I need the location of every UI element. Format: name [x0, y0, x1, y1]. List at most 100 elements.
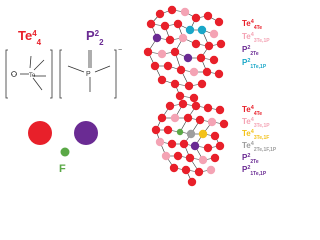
top-legend-item: P21Te,1P — [242, 58, 267, 70]
te4-sphere-icon — [28, 121, 52, 145]
bottom-network-atom-te-pink — [206, 165, 216, 175]
p-atom-symbol: P — [86, 71, 91, 78]
bottom-network-atom-te-pink — [161, 151, 171, 161]
top-network-atom-te-red — [184, 81, 194, 91]
top-network-atom-te-red — [191, 13, 201, 23]
top-network-atom-te-red — [163, 61, 173, 71]
bottom-network-atom-te-red — [203, 103, 213, 113]
top-network-atom-te-pink — [178, 33, 188, 43]
bottom-legend-item: P22Te — [242, 153, 259, 165]
te-atom-symbol: Te — [29, 73, 36, 79]
bottom-network-atom-te-red — [194, 167, 204, 177]
top-network-atom-p-cyan — [185, 25, 195, 35]
bottom-network-atom-te-red — [215, 105, 225, 115]
bottom-legend-item: P21Te,1P — [242, 165, 267, 177]
top-network-atom-te-red — [189, 93, 199, 103]
bottom-network-atom-te-red — [165, 101, 175, 111]
top-network-atom-te-red — [196, 53, 206, 63]
top-network-atom-te-red — [143, 47, 153, 57]
top-network-atom-te-pink — [209, 29, 219, 39]
bottom-legend-item: Te43Te,1P — [242, 117, 270, 129]
top-network-atom-te-red — [214, 69, 224, 79]
te-p-glass-structure-figure: Te44 P22 Te · · P − F Te44TeTe43Te,1PP22… — [5, 5, 277, 187]
bottom-network-atom-te-pink — [155, 137, 165, 147]
bottom-network-atom-te-red — [191, 101, 201, 111]
top-network-atom-te-pink — [157, 49, 167, 59]
p-bracket-left — [59, 49, 62, 99]
bottom-network-atom-te-yellow — [198, 129, 208, 139]
bottom-network-atom-f-green — [176, 128, 184, 136]
top-network-atom-te-red — [203, 11, 213, 21]
top-network-atom-te-red — [146, 19, 156, 29]
bottom-network-atom-te-pink — [198, 155, 208, 165]
bottom-network-atom-te-red — [195, 115, 205, 125]
te4-species-label: Te44 — [18, 28, 42, 47]
top-network-cluster — [143, 5, 226, 103]
te4-structure-diagram — [5, 49, 53, 99]
svg-text:−: − — [118, 47, 122, 54]
bottom-legend-item: Te44Te — [242, 105, 262, 117]
top-legend-item: Te44Te — [242, 19, 262, 31]
top-network-atom-te-red — [155, 9, 165, 19]
top-network-atom-te-red — [216, 39, 226, 49]
bottom-network-atom-te-red — [187, 177, 197, 187]
bottom-network-atom-te-red — [157, 113, 167, 123]
top-network-atom-te-red — [202, 67, 212, 77]
bottom-network-atom-te-red — [179, 139, 189, 149]
top-network-atom-te-red — [204, 41, 214, 51]
top-network-atom-te-red — [176, 65, 186, 75]
te-bracket-left — [5, 49, 8, 99]
bottom-network-atom-te-red — [203, 143, 213, 153]
bottom-network-atom-te-red — [210, 153, 220, 163]
top-network-atom-te-pink — [189, 67, 199, 77]
bottom-network-atom-te-grey — [186, 129, 196, 139]
bottom-network-atom-te-red — [167, 139, 177, 149]
top-network-atom-te-red — [214, 17, 224, 27]
bottom-network-atom-te-red — [215, 141, 225, 151]
bottom-legend-item: Te43Te,1F — [242, 129, 269, 141]
bottom-legend-item: Te42Te,1F,1P — [242, 141, 277, 153]
top-network-atom-te-red — [160, 21, 170, 31]
p2-sphere-icon — [74, 121, 98, 145]
top-network-atom-te-red — [191, 39, 201, 49]
te-lone-pair-circle — [11, 71, 17, 77]
svg-text:·: · — [15, 72, 17, 78]
top-network-atom-te-red — [165, 35, 175, 45]
fluoride-sphere-icon — [60, 147, 70, 157]
te-bracket-right — [50, 49, 53, 99]
bottom-network-atom-te-red — [219, 119, 229, 129]
top-legend-item: Te43Te,1P — [242, 32, 270, 44]
top-network-atom-p-purple — [183, 53, 193, 63]
top-network-atom-te-red — [150, 61, 160, 71]
bottom-network-atom-te-red — [178, 99, 188, 109]
top-network-atom-te-red — [167, 5, 177, 15]
top-network-atom-te-red — [170, 47, 180, 57]
p2-species-label: P22 — [86, 28, 104, 47]
top-network-atom-te-pink — [180, 7, 190, 17]
bottom-network-atom-te-pink — [170, 113, 180, 123]
top-legend-item: P22Te — [242, 45, 259, 57]
top-network-atom-p-purple — [152, 33, 162, 43]
svg-text:·: · — [12, 72, 14, 78]
bottom-network-atom-p-purple — [190, 141, 200, 151]
bottom-network-atom-te-red — [151, 125, 161, 135]
bottom-network-atom-te-red — [183, 113, 193, 123]
bottom-network-atom-te-red — [173, 151, 183, 161]
top-network-atom-te-red — [157, 75, 167, 85]
bottom-network-cluster — [151, 99, 229, 187]
p2-structure-diagram — [59, 49, 117, 99]
fluoride-label: F — [59, 163, 66, 175]
top-network-atom-te-red — [173, 19, 183, 29]
top-network-atom-te-red — [197, 79, 207, 89]
bottom-network-atom-te-red — [163, 125, 173, 135]
top-network-atom-te-red — [170, 79, 180, 89]
bottom-legend: Te44TeTe43Te,1PTe43Te,1FTe42Te,1F,1PP22T… — [242, 105, 277, 177]
bottom-network-atom-te-red — [210, 131, 220, 141]
top-network-atom-p-cyan — [197, 25, 207, 35]
bottom-network-atom-te-red — [181, 165, 191, 175]
p-bracket-right — [114, 49, 117, 99]
top-network-atom-te-red — [175, 91, 185, 101]
bottom-network-atom-te-red — [185, 153, 195, 163]
bottom-network-atom-te-pink — [207, 117, 217, 127]
